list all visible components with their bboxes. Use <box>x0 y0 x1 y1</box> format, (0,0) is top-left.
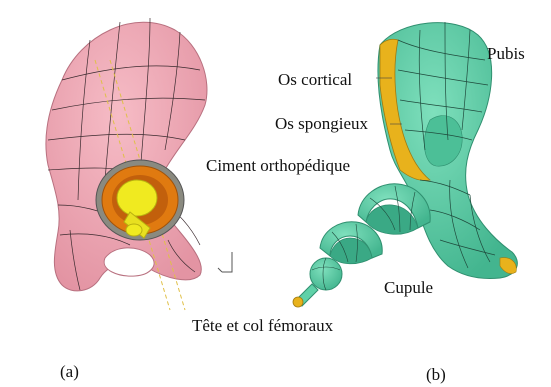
label-cup: Cupule <box>384 278 433 298</box>
label-cortical-bone: Os cortical <box>278 70 352 90</box>
panel-a-pelvis-model <box>46 18 232 310</box>
label-pubis: Pubis <box>487 44 525 64</box>
label-femoral-head-neck: Tête et col fémoraux <box>192 316 333 336</box>
label-cement: Ciment orthopédique <box>206 156 350 176</box>
femoral-head-neck <box>293 258 342 307</box>
caption-panel-b: (b) <box>426 365 446 385</box>
obturator-foramen <box>104 248 154 276</box>
acetabular-implant <box>96 160 184 240</box>
axis-triad-icon <box>218 252 232 272</box>
caption-panel-a: (a) <box>60 362 79 382</box>
label-spongy-bone: Os spongieux <box>275 114 368 134</box>
